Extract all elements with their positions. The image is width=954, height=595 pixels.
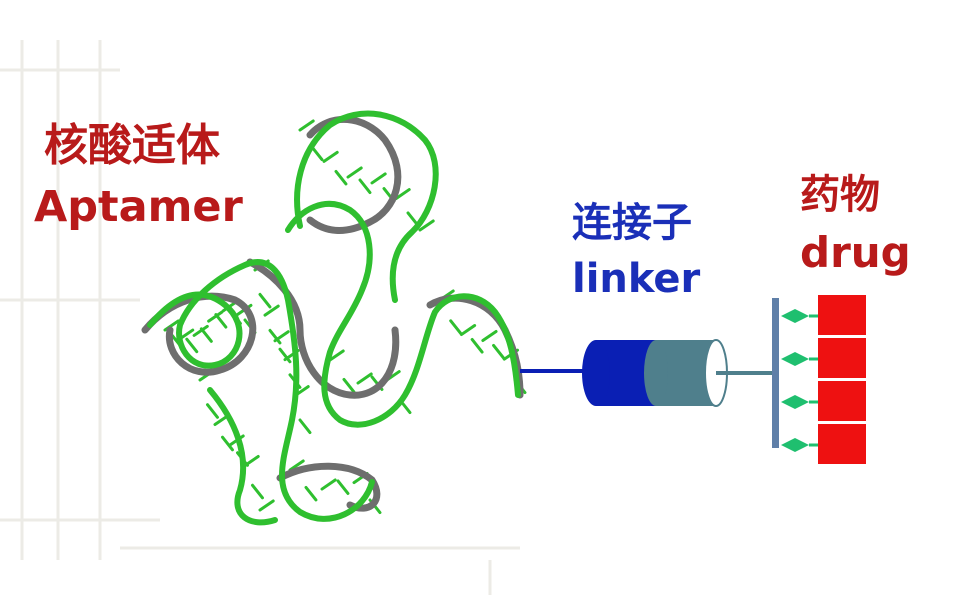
base-pair-rung [449, 319, 463, 335]
base-pair-rung [492, 343, 506, 360]
base-pair-rung [394, 188, 411, 201]
base-pair-rung [273, 330, 290, 343]
base-pair-rung [263, 304, 280, 317]
base-pair-rung [481, 329, 498, 343]
base-pair-rung [214, 313, 228, 329]
drug-block-icon [818, 295, 866, 335]
base-pair-rung [192, 324, 209, 337]
base-pair-rung [258, 292, 272, 309]
rna-aptamer-ribbon-icon [141, 110, 527, 526]
base-pair-rung [459, 324, 477, 337]
base-pair-rung [207, 310, 224, 323]
drug-block-icon [818, 424, 866, 464]
base-pair-rung [288, 459, 305, 472]
drug-label-en: drug [800, 228, 911, 277]
base-pair-rung [322, 150, 339, 163]
base-pair-rung [358, 178, 372, 195]
base-pair-rung [185, 337, 199, 354]
base-pair-rung [470, 337, 484, 354]
background-grid [0, 40, 520, 595]
linker-label-en: linker [572, 256, 701, 302]
base-pair-rung [418, 219, 435, 232]
base-pair-rung [310, 145, 324, 162]
aptamer-label-en: Aptamer [34, 182, 243, 232]
base-pair-rung [298, 119, 315, 132]
base-pair-rung [320, 478, 337, 491]
linker-cylinder-icon [582, 339, 728, 407]
drug-group [781, 295, 866, 464]
base-pair-rung [328, 349, 345, 362]
base-pair-rung [243, 454, 260, 467]
base-pair-rung [268, 328, 282, 345]
base-pair-rung [356, 372, 373, 385]
base-pair-rung [258, 499, 275, 512]
base-pair-rung [278, 347, 292, 364]
diamond-connector-icon [781, 438, 809, 452]
linker-cylinder-cap [582, 340, 610, 406]
base-pair-rung [342, 377, 356, 394]
base-pair-rung [298, 418, 312, 435]
base-pair-rung [336, 479, 350, 495]
rna-strand [147, 110, 521, 526]
base-pair-rung [221, 435, 234, 452]
diamond-connector-icon [781, 395, 809, 409]
drug-block-icon [818, 338, 866, 378]
diamond-connector-icon [781, 352, 809, 366]
base-pair-rung [206, 403, 219, 419]
drug-block-icon [818, 381, 866, 421]
carrier-plate [772, 298, 779, 448]
base-pair-rung [346, 166, 363, 179]
base-pair-rung [251, 483, 264, 500]
base-pair-rung [304, 485, 318, 502]
base-pair-rung [370, 172, 387, 185]
drug-label-zh: 药物 [800, 172, 880, 218]
base-pair-rung [199, 327, 213, 343]
linker-label-zh: 连接子 [572, 200, 692, 246]
diamond-connector-icon [781, 309, 809, 323]
linker-cylinder-joint [644, 340, 668, 406]
rna-backbone [141, 116, 524, 512]
aptamer-label-zh: 核酸适体 [44, 120, 220, 171]
base-pair-rung [334, 169, 348, 186]
